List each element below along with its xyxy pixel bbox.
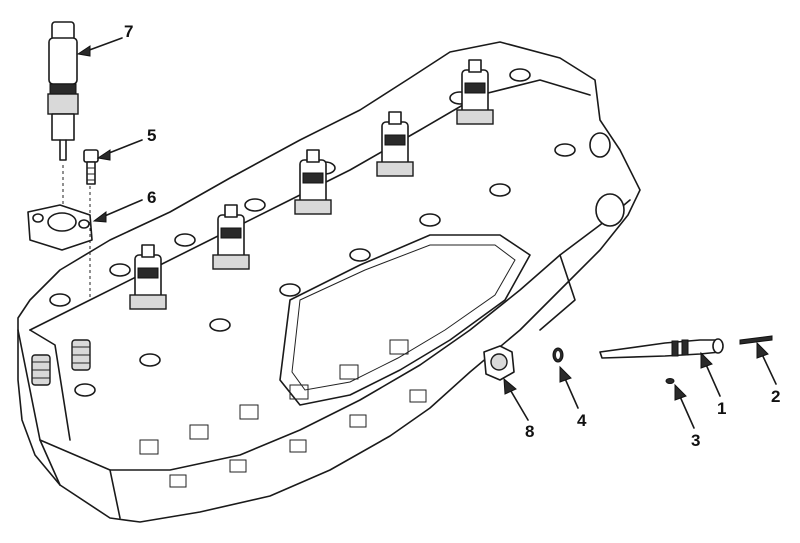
callout-1: 1 (717, 399, 726, 418)
part-5-hold-down-bolt (83, 149, 99, 185)
part-7-fuel-injector (47, 21, 79, 210)
installed-injector-3 (294, 149, 332, 215)
leader-arrows (76, 37, 777, 429)
part-6-injector-clamp (27, 186, 93, 300)
installed-injector-1 (129, 244, 167, 310)
part-2-pin (739, 335, 773, 345)
cylinder-head (17, 41, 641, 523)
callout-2: 2 (771, 387, 780, 406)
callout-6: 6 (147, 188, 156, 207)
installed-injectors (129, 59, 494, 310)
part-8-retaining-nut (483, 345, 515, 381)
callout-5: 5 (147, 126, 156, 145)
callout-7: 7 (124, 22, 133, 41)
installed-injector-2 (212, 204, 250, 270)
part-1-fuel-connector (599, 338, 724, 359)
rear-bosses (589, 132, 625, 227)
part-4-o-ring (552, 347, 564, 363)
part-3-small-seal (665, 378, 675, 384)
callout-labels: 7 5 6 1 2 3 4 8 (124, 22, 780, 450)
side-ports (139, 339, 427, 488)
callout-8: 8 (525, 422, 534, 441)
callout-3: 3 (691, 431, 700, 450)
valve-springs (31, 339, 91, 386)
installed-injector-4 (376, 111, 414, 177)
installed-injector-5 (456, 59, 494, 125)
callout-4: 4 (577, 411, 587, 430)
